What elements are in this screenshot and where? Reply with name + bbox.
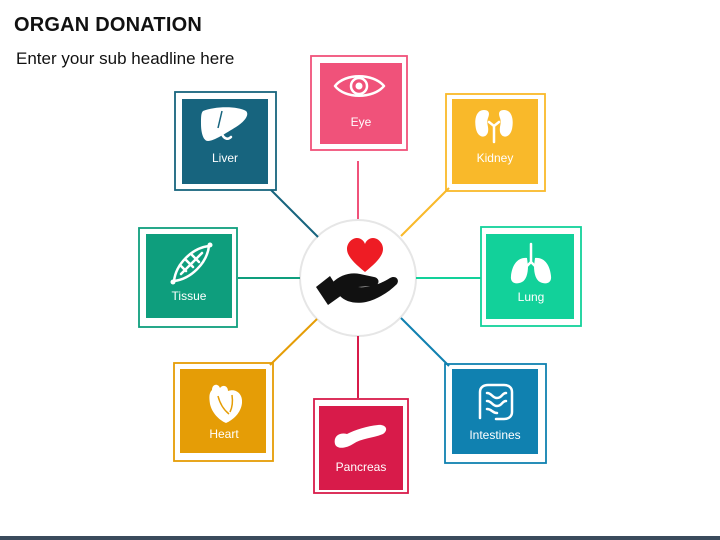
card-kidney[interactable]: Kidney (445, 93, 546, 192)
connector-intestines (400, 317, 450, 367)
card-liver-label: Liver (212, 151, 238, 165)
card-intestines-label: Intestines (469, 428, 520, 442)
card-intestines[interactable]: Intestines (444, 363, 547, 464)
card-heart-label: Heart (209, 427, 239, 441)
card-eye[interactable]: Eye (310, 55, 408, 151)
card-eye-label: Eye (351, 115, 372, 129)
card-heart[interactable]: Heart (173, 362, 274, 462)
connector-heart (269, 318, 318, 366)
lung-icon (510, 242, 552, 284)
card-kidney-label: Kidney (477, 151, 514, 165)
card-tissue[interactable]: Tissue (138, 227, 238, 328)
pancreas-icon (334, 424, 387, 448)
card-lung[interactable]: Lung (480, 226, 582, 327)
connector-kidney (400, 187, 450, 237)
card-tissue-label: Tissue (172, 289, 207, 303)
card-pancreas[interactable]: Pancreas (313, 398, 409, 494)
card-pancreas-label: Pancreas (336, 460, 387, 474)
card-lung-label: Lung (518, 290, 545, 304)
eye-icon (333, 75, 386, 97)
page-subtitle: Enter your sub headline here (16, 49, 235, 68)
liver-icon (201, 107, 248, 141)
kidney-icon (475, 110, 513, 144)
connector-liver (270, 189, 319, 238)
hand-icon (316, 273, 398, 305)
tissue-icon (170, 242, 213, 285)
center-heart-icon (347, 238, 383, 272)
connectors (238, 161, 481, 398)
card-liver[interactable]: Liver (174, 91, 277, 191)
heart-icon (209, 384, 243, 423)
intestines-icon (478, 383, 514, 421)
bottom-bar (0, 536, 720, 540)
page-title: ORGAN DONATION (14, 14, 202, 36)
